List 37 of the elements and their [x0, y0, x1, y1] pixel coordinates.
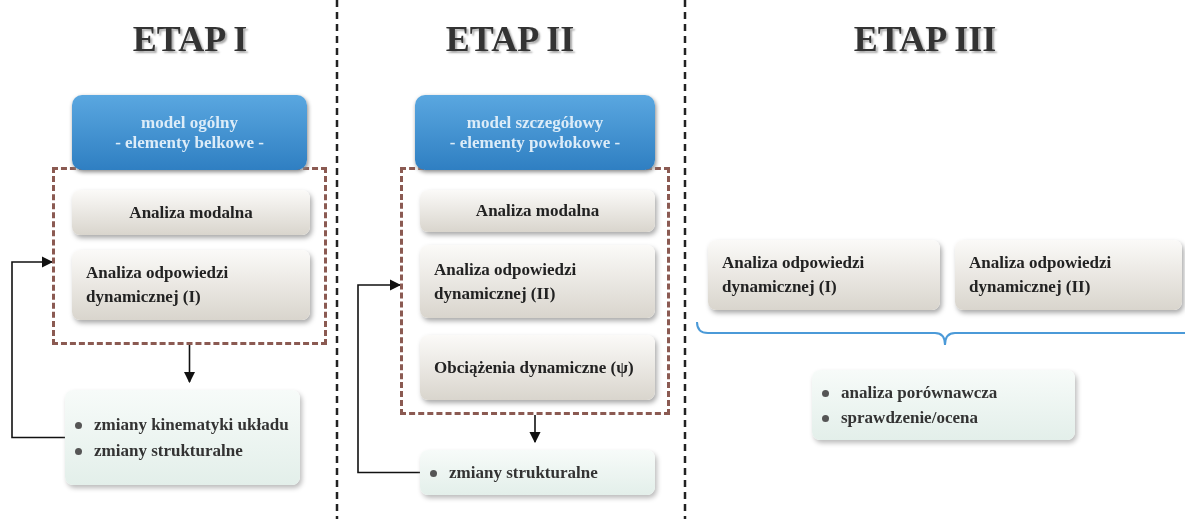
process-box — [955, 240, 1182, 310]
arrow — [11, 256, 66, 439]
model-box — [415, 95, 655, 170]
process-box — [420, 190, 655, 232]
process-box — [420, 245, 655, 318]
process-text: Analiza odpowiedzi dynamicznej (II) — [434, 258, 578, 305]
stage-title: ETAP I — [132, 18, 248, 60]
arrow — [183, 344, 196, 384]
process-box — [72, 190, 310, 235]
arrow — [357, 279, 421, 474]
bullet-text: zmiany strukturalne — [94, 439, 243, 462]
stage-title: ETAP III — [853, 18, 997, 60]
model-text: - elementy powłokowe - — [448, 132, 622, 153]
process-text: Analiza modalna — [128, 201, 254, 224]
process-text: Analiza odpowiedzi dynamicznej (I) — [722, 252, 866, 298]
bullet-text: zmiany kinematyki układu — [94, 414, 289, 436]
process-text: Analiza odpowiedzi dynamicznej (I) — [86, 262, 230, 308]
result-box — [812, 370, 1075, 440]
result-box — [65, 390, 300, 485]
stage-title: ETAP II — [445, 18, 575, 60]
bullet-text: analiza porównawcza — [841, 381, 998, 404]
process-text: Obciążenia dynamiczne (ψ) — [434, 356, 635, 379]
process-box — [708, 240, 940, 310]
process-text: Analiza odpowiedzi dynamicznej (II) — [969, 252, 1113, 298]
process-box — [420, 335, 655, 400]
dashed-group-frame — [400, 167, 670, 415]
process-box — [72, 250, 310, 320]
arrow — [529, 414, 541, 444]
model-text: model szczegółowy — [465, 112, 605, 133]
bullet-text: zmiany strukturalne — [449, 461, 598, 484]
dashed-group-frame — [52, 167, 327, 345]
model-text: - elementy belkowe - — [114, 132, 265, 153]
process-text: Analiza modalna — [474, 200, 601, 223]
result-box — [420, 450, 655, 495]
bullet-text: sprawdzenie/ocena — [841, 407, 978, 429]
model-box — [72, 95, 307, 170]
model-text: model ogólny — [140, 112, 239, 133]
